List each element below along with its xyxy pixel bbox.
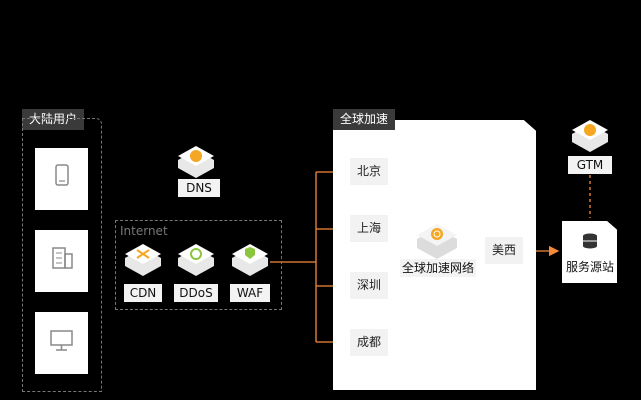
origin-server-card: [562, 221, 617, 283]
mainland-users-title: 大陆用户: [22, 109, 85, 130]
city-shanghai: 上海: [350, 215, 388, 242]
city-chengdu: 成都: [350, 329, 388, 356]
mobile-icon: [55, 164, 69, 186]
city-beijing: 北京: [350, 158, 388, 185]
mainland-users-box: [22, 118, 102, 392]
internet-box: [115, 220, 282, 310]
internet-title: Internet: [120, 224, 168, 238]
gtm-label: GTM: [568, 156, 612, 174]
waf-label: WAF: [230, 284, 270, 302]
global-acceleration-title: 全球加速: [333, 109, 396, 130]
building-icon: [52, 247, 73, 269]
mobile-device-card: [35, 148, 88, 210]
dns-label: DNS: [178, 179, 220, 197]
global-network-label: 全球加速网络: [400, 259, 476, 277]
building-card: [35, 230, 88, 292]
ddos-label: DDoS: [174, 284, 218, 302]
monitor-icon: [50, 330, 73, 351]
desktop-card: [35, 312, 88, 374]
city-shenzhen: 深圳: [350, 272, 388, 299]
cdn-label: CDN: [124, 284, 162, 302]
origin-server-label: 服务源站: [566, 260, 615, 274]
us-west-node: 美西: [485, 237, 523, 264]
